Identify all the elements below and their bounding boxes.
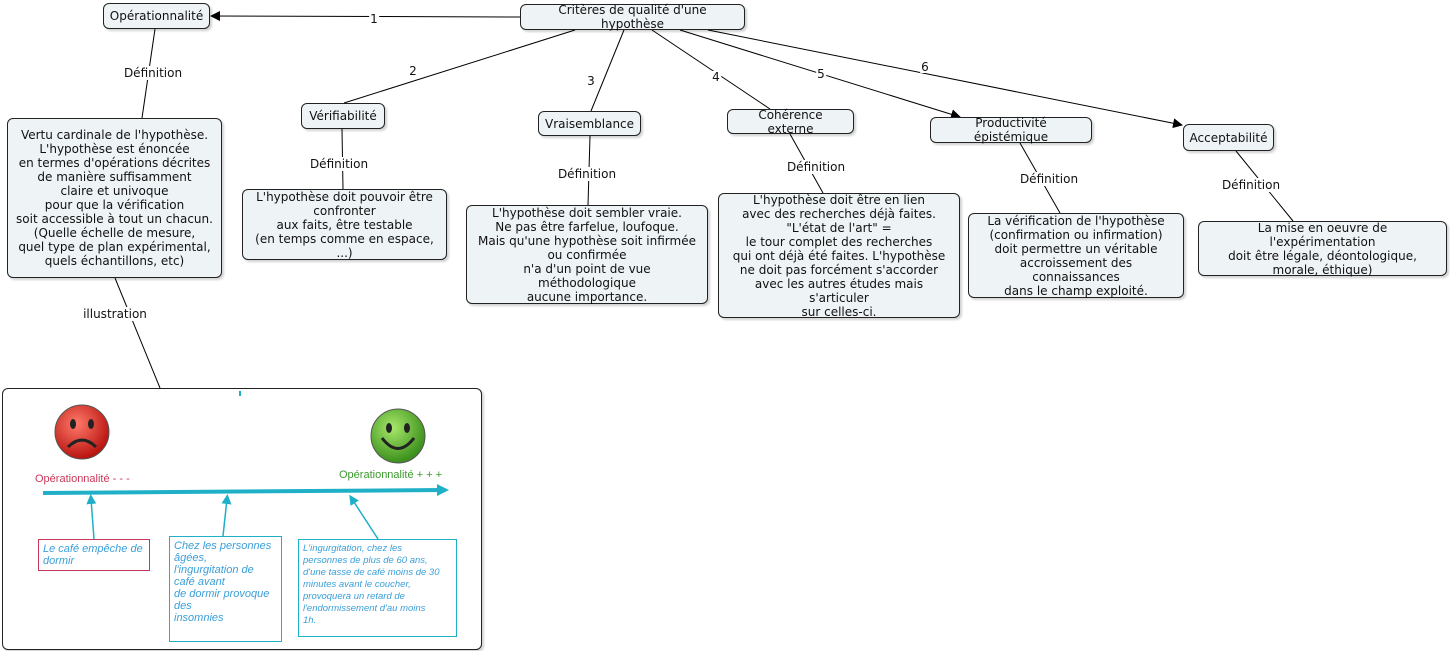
criterion-label: Vraisemblance xyxy=(544,116,635,131)
branch-number-3: 3 xyxy=(586,74,596,88)
branch-number-1: 1 xyxy=(369,12,379,26)
criterion-productivite-epistemique[interactable]: Productivité épistémique xyxy=(930,116,1092,144)
criterion-label: Acceptabilité xyxy=(1189,130,1268,145)
link-illustration xyxy=(114,277,161,389)
link-root-coherence xyxy=(651,29,771,110)
criterion-vraisemblance[interactable]: Vraisemblance xyxy=(538,111,641,136)
criterion-operationnalite[interactable]: Opérationnalité xyxy=(103,3,210,29)
link-label-illustration: illustration xyxy=(81,307,149,321)
pointer-example-2 xyxy=(221,494,232,537)
illustration-graphics xyxy=(42,391,449,540)
criterion-acceptabilite[interactable]: Acceptabilité xyxy=(1183,124,1274,151)
link-label-definition: Définition xyxy=(555,167,619,181)
link-root-acceptabilite xyxy=(707,29,1183,129)
definition-text: L'hypothèse doit pouvoir être confronter… xyxy=(255,189,434,260)
branch-number-6: 6 xyxy=(920,60,930,74)
high-operationnalite-label: Opérationnalité + + + xyxy=(339,469,443,481)
criterion-label: Opérationnalité xyxy=(109,9,204,23)
definition-operationnalite[interactable]: Vertu cardinale de l'hypothèse. L'hypoth… xyxy=(7,118,222,278)
branch-number-4: 4 xyxy=(711,70,721,84)
link-root-verifiabilite xyxy=(343,29,576,104)
link-root-operationnalite xyxy=(210,11,521,22)
criterion-coherence-externe[interactable]: Cohérence externe xyxy=(727,107,854,136)
link-label-definition: Définition xyxy=(784,160,848,174)
definition-text: La mise en oeuvre de l'expérimentation d… xyxy=(1228,220,1417,277)
definition-text: L'hypothèse doit être en lien avec des r… xyxy=(732,192,946,319)
link-label-definition: Définition xyxy=(1219,178,1283,192)
illustration-panel[interactable]: Opérationnalité - - - Opérationnalité + … xyxy=(2,388,482,650)
definition-text: L'hypothèse doit sembler vraie. Ne pas ê… xyxy=(478,205,696,304)
low-operationnalite-label: Opérationnalité - - - xyxy=(35,473,130,485)
link-label-definition: Définition xyxy=(121,66,185,80)
root-label: Critères de qualité d'une hypothèse xyxy=(558,3,707,31)
criterion-label: Productivité épistémique xyxy=(973,116,1049,144)
happy-face-icon xyxy=(370,408,426,464)
definition-acceptabilite[interactable]: La mise en oeuvre de l'expérimentation d… xyxy=(1198,220,1447,277)
pointer-example-1 xyxy=(86,494,97,540)
example-medium-operationnalite[interactable]: Chez les personnes âgées, l'ingurgitatio… xyxy=(169,536,282,642)
definition-text: La vérification de l'hypothèse (confirma… xyxy=(987,213,1165,298)
definition-productivite-epistemique[interactable]: La vérification de l'hypothèse (confirma… xyxy=(968,213,1184,298)
link-root-vraisemblance xyxy=(590,29,625,112)
criterion-verifiabilite[interactable]: Vérifiabilité xyxy=(301,103,385,129)
branch-number-5: 5 xyxy=(816,67,826,81)
criterion-label: Cohérence externe xyxy=(758,107,823,136)
sad-face-icon xyxy=(54,404,110,460)
branch-number-2: 2 xyxy=(408,64,418,78)
pointer-example-3 xyxy=(349,494,379,540)
example-high-operationnalite[interactable]: L'ingurgitation, chez les personnes de p… xyxy=(298,539,457,637)
root-node[interactable]: Critères de qualité d'une hypothèse xyxy=(520,3,745,31)
link-label-definition: Définition xyxy=(1017,172,1081,186)
definition-verifiabilite[interactable]: L'hypothèse doit pouvoir être confronter… xyxy=(242,189,447,260)
definition-coherence-externe[interactable]: L'hypothèse doit être en lien avec des r… xyxy=(718,192,960,319)
criterion-label: Vérifiabilité xyxy=(309,109,377,123)
definition-vraisemblance[interactable]: L'hypothèse doit sembler vraie. Ne pas ê… xyxy=(466,205,708,304)
operationnalite-scale-arrow xyxy=(42,484,449,497)
example-low-operationnalite[interactable]: Le café empêche de dormir xyxy=(38,539,150,571)
definition-text: Vertu cardinale de l'hypothèse. L'hypoth… xyxy=(16,128,213,268)
link-label-definition: Définition xyxy=(307,157,371,171)
